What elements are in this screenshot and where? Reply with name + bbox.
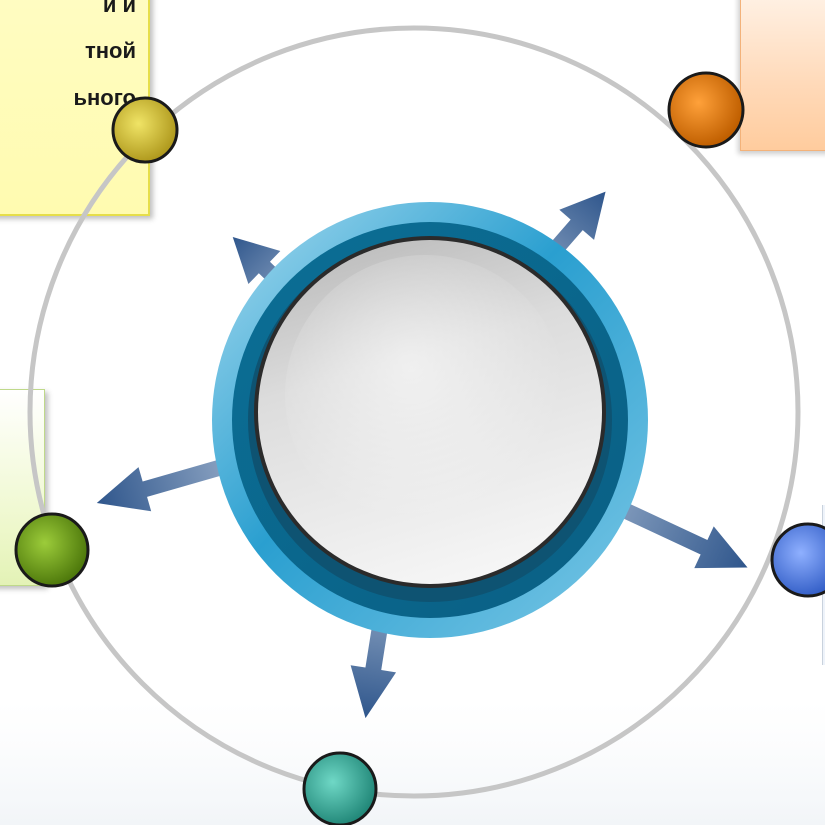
node-blue	[770, 522, 825, 598]
outer-ring	[27, 25, 801, 799]
floor-reflection	[0, 700, 825, 825]
node-green	[14, 512, 90, 588]
yellow-text-line-2: тной	[84, 38, 136, 63]
central-hub	[212, 202, 648, 638]
node-teal	[302, 751, 378, 825]
node-orange	[667, 71, 745, 149]
yellow-text-line-1: и и	[102, 0, 136, 17]
node-yellow	[111, 96, 179, 164]
orange-text-box	[740, 0, 825, 151]
